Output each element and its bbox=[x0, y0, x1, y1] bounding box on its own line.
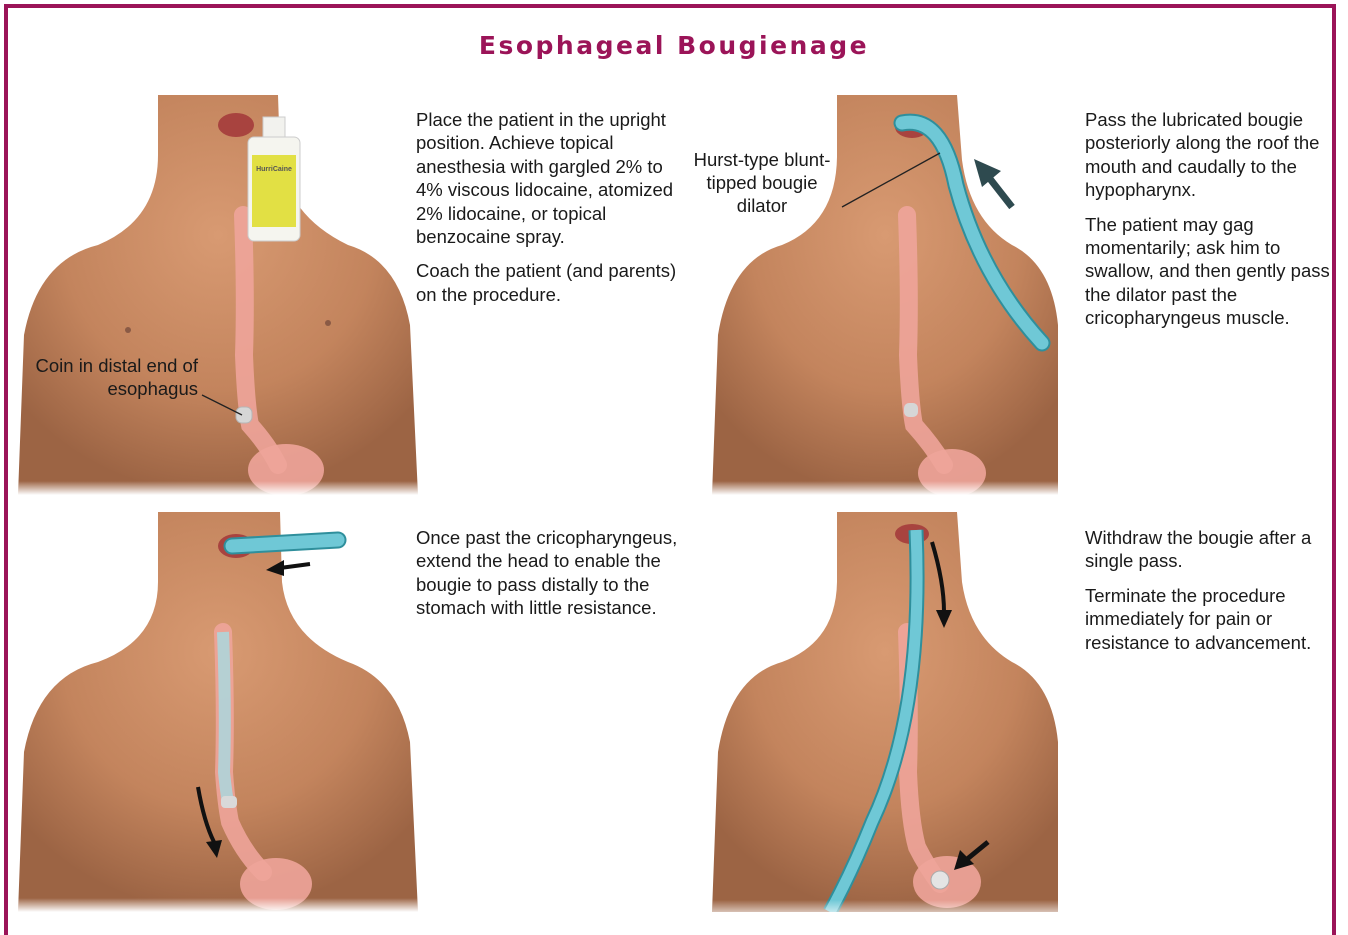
step-1-description: Place the patient in the upright positio… bbox=[416, 108, 678, 317]
step-2-paragraph-1: Pass the lubricated bougie posteriorly a… bbox=[1085, 108, 1330, 202]
page-title: Esophageal Bougienage bbox=[0, 31, 1348, 60]
illustration-step-4 bbox=[712, 512, 1058, 912]
coin-icon bbox=[236, 407, 252, 423]
step-1-paragraph-1: Place the patient in the upright positio… bbox=[416, 108, 678, 248]
illustration-step-1: HurriCaine bbox=[18, 95, 418, 495]
bougie-dilator bbox=[232, 540, 338, 546]
step-4-description: Withdraw the bougie after a single pass.… bbox=[1085, 526, 1330, 665]
step-2-description: Pass the lubricated bougie posteriorly a… bbox=[1085, 108, 1330, 341]
illustration-step-3 bbox=[18, 512, 418, 912]
step-3-description: Once past the cricopharyngeus, extend th… bbox=[416, 526, 678, 631]
step-4-paragraph-1: Withdraw the bougie after a single pass. bbox=[1085, 526, 1330, 573]
step-2-paragraph-2: The patient may gag momentarily; ask him… bbox=[1085, 213, 1330, 330]
coin-icon bbox=[904, 403, 918, 417]
bougie-inside bbox=[223, 632, 228, 802]
bottle-label: HurriCaine bbox=[256, 166, 292, 173]
callout-bougie-dilator: Hurst-type blunt-tipped bougie dilator bbox=[692, 148, 832, 217]
step-3-paragraph-1: Once past the cricopharyngeus, extend th… bbox=[416, 526, 678, 620]
coin-icon bbox=[221, 796, 237, 808]
step-4-paragraph-2: Terminate the procedure immediately for … bbox=[1085, 584, 1330, 654]
callout-coin: Coin in distal end of esophagus bbox=[22, 354, 198, 400]
step-1-paragraph-2: Coach the patient (and parents) on the p… bbox=[416, 259, 678, 306]
